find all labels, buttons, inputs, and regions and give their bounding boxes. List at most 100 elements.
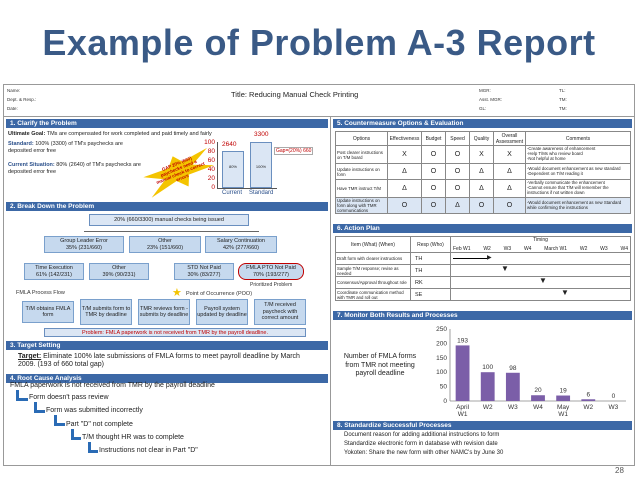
cm-mark: Δ: [387, 163, 422, 180]
rc-connector-5: [88, 442, 91, 452]
standardize-item-1: Document reason for adding additional in…: [344, 432, 500, 438]
table-row: Draft form with clearer instructions TH …: [335, 252, 631, 265]
cm-mark: O: [387, 197, 422, 214]
cm-header-speed: Speed: [445, 131, 470, 146]
root-cause-4: Part "D" not complete: [66, 421, 133, 428]
header-asst-mgr: Asst. MGR:: [479, 97, 503, 102]
header-divider: [4, 116, 634, 117]
mini-bar-standard: 100%: [250, 142, 272, 188]
ap-week-label: March W1: [544, 246, 568, 252]
cm-option: Update instructions on form: [335, 163, 388, 180]
cm-mark: O: [445, 179, 470, 198]
data-label: 19: [560, 388, 568, 395]
breakdown-other: Other 23% (151/660): [129, 236, 201, 253]
cm-comments: -Would document enhancement as new Stand…: [525, 197, 631, 214]
cm-option: Update instructions on form along with T…: [335, 197, 388, 214]
rc-connector-4b: [71, 437, 81, 440]
cm-header-quality: Quality: [469, 131, 494, 146]
ultimate-goal: Ultimate Goal: TMs are compensated for w…: [8, 131, 212, 137]
cm-mark: Δ: [387, 179, 422, 198]
flow-step-1: T/M obtains FMLA form: [22, 301, 74, 323]
rc-connector-3b: [54, 423, 65, 426]
target-statement: Target: Eliminate 100% late submissions …: [18, 353, 318, 369]
ap-resp: TH: [410, 264, 451, 277]
bar: [505, 372, 520, 401]
cm-mark: Δ: [493, 163, 526, 180]
header-tm2: TM:: [559, 106, 567, 111]
data-label: 0: [612, 393, 616, 400]
cm-mark: X: [493, 145, 526, 164]
table-row: Sample T/M response; revise as needed TH…: [335, 264, 631, 277]
cm-mark: Δ: [493, 179, 526, 198]
section-7-bar: 7. Monitor Both Results and Processes: [333, 311, 632, 320]
y-tick-label: 150: [436, 355, 447, 362]
breakdown-fmla-pto: FMLA PTO Not Paid 70% (193/277): [238, 263, 304, 280]
cm-option: Have TMR instruct T/M: [335, 179, 388, 198]
header-mgr: MGR:: [479, 88, 491, 93]
target-label: Target:: [18, 353, 42, 360]
ap-week-label: W2: [483, 246, 491, 252]
data-label: 20: [534, 387, 542, 394]
flow-step-2: T/M submits form to TMR by deadline: [80, 299, 132, 325]
current-text: 80% (2640) of TM's paychecks are deposit…: [8, 162, 141, 175]
cm-mark: Δ: [469, 163, 494, 180]
root-cause-5: T/M thought HR was to complete: [82, 434, 184, 441]
ap-week-label: W3: [600, 246, 608, 252]
x-tick-label-part: W3: [609, 404, 619, 411]
mini-bar-current-label: Current: [222, 190, 243, 196]
report-title: Title: Reducing Manual Check Printing: [231, 90, 359, 99]
x-tick-label: W2: [483, 404, 493, 411]
ultimate-goal-text: TMs are compensated for work completed a…: [46, 131, 212, 137]
header-dept: Dept. & Resp.:: [7, 97, 37, 102]
cm-mark: X: [469, 145, 494, 164]
ap-week-label: W4: [523, 246, 532, 252]
column-divider: [330, 117, 331, 466]
breakdown-std-not-paid: STD Not Paid 30% (83/277): [174, 263, 234, 280]
section-2-bar: 2. Break Down the Problem: [6, 202, 328, 211]
y-tick-label: 0: [443, 398, 447, 405]
page-number: 28: [615, 466, 624, 475]
mini-y-tick: 60: [207, 157, 215, 164]
root-cause-1: FMLA paperwork is not received from TMR …: [10, 382, 215, 389]
ap-timeline: ▶: [450, 252, 631, 265]
mini-bar-current-pct: 80%: [228, 164, 237, 169]
cm-option: Post clearer instructions on T/M board: [335, 145, 388, 164]
target-text: Eliminate 100% late submissions of FMLA …: [18, 353, 300, 368]
x-tick-label-part: W1: [558, 411, 568, 418]
cm-header-options: Options: [335, 131, 388, 146]
ap-resp: TH: [410, 252, 451, 265]
ap-item: Draft form with clearer instructions: [335, 252, 411, 265]
ap-week-label: W3: [503, 246, 512, 252]
breakdown-other-2: Other 39% (90/231): [89, 263, 149, 280]
ap-resp: SE: [410, 288, 451, 301]
x-tick-label: W2: [583, 404, 593, 411]
breakdown-group-leader: Group Leader Error 35% (231/660): [44, 236, 124, 253]
x-tick-label-part: May: [557, 404, 570, 411]
breakdown-time-execution: Time Execution 61% (142/231): [24, 263, 84, 280]
root-cause-2: Form doesn't pass review: [29, 394, 109, 401]
table-row: Update instructions on form Δ O O Δ Δ -W…: [335, 163, 631, 180]
y-tick-label: 250: [436, 326, 447, 333]
cm-mark: O: [445, 145, 470, 164]
table-row: Coordinate communication method with TMR…: [335, 288, 631, 301]
section-3-bar: 3. Target Setting: [6, 341, 328, 350]
cm-mark: O: [421, 163, 446, 180]
cm-mark: O: [421, 197, 446, 214]
flow-step-4: Payroll system updated by deadline: [196, 299, 248, 325]
ap-week-label: Feb W1: [453, 246, 471, 252]
flow-step-3: TMR reviews form - submits by deadline: [138, 299, 190, 325]
flow-step-5: T/M received paycheck with correct amoun…: [254, 299, 306, 325]
x-tick-label-part: W4: [533, 404, 543, 411]
tree-h1: [84, 231, 259, 232]
breakdown-salary-continuation: Salary Continuation 42% (277/660): [205, 236, 277, 253]
problem-statement: Problem: FMLA paperwork is not received …: [44, 328, 306, 337]
ap-milestone-icon: ▼: [539, 276, 547, 285]
mini-bar-current-value: 2640: [222, 141, 237, 148]
ap-header-resp: Resp (Who): [410, 236, 451, 253]
data-label: 193: [457, 337, 468, 344]
cm-mark: Δ: [445, 197, 470, 214]
cm-comments: -Would document enhancement as new stand…: [525, 163, 631, 180]
